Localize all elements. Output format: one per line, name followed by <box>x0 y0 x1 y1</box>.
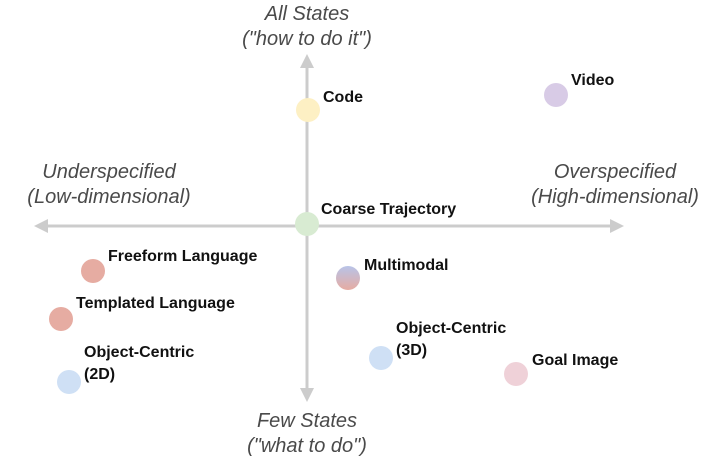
goal-image-point <box>504 362 528 386</box>
object-centric-2d-line1: Object-Centric <box>84 344 195 361</box>
axis-label-right: Overspecified (High-dimensional) <box>506 160 724 210</box>
templated-language-label: Templated Language <box>76 295 235 312</box>
axis-label-bottom: Few States ("what to do") <box>207 409 407 459</box>
axis-label-left: Underspecified (Low-dimensional) <box>0 160 218 210</box>
arrow-up <box>300 54 314 68</box>
object-centric-2d-line2: (2D) <box>84 366 116 383</box>
object-centric-3d-point <box>369 346 393 370</box>
axis-right-line1: Overspecified <box>553 161 677 183</box>
code-point <box>296 98 320 122</box>
object-centric-3d-line2: (3D) <box>396 342 428 359</box>
object-centric-3d-label: Object-Centric (3D) <box>396 318 506 362</box>
code-label: Code <box>323 89 363 106</box>
axis-top-line1: All States <box>264 3 350 25</box>
templated-language-point <box>49 307 73 331</box>
axis-label-top: All States ("how to do it") <box>207 2 407 52</box>
axis-bottom-line2: ("what to do") <box>247 435 367 457</box>
axis-bottom-line1: Few States <box>256 410 358 432</box>
axis-right-line2: (High-dimensional) <box>531 186 699 208</box>
arrow-left <box>34 219 48 233</box>
goal-image-label: Goal Image <box>532 352 619 369</box>
object-centric-2d-point <box>57 370 81 394</box>
axis-left-line2: (Low-dimensional) <box>27 186 191 208</box>
points <box>49 83 568 394</box>
arrow-down <box>300 388 314 402</box>
coarse-trajectory-label: Coarse Trajectory <box>321 201 457 218</box>
object-centric-2d-label: Object-Centric (2D) <box>84 342 194 386</box>
coarse-trajectory-point <box>295 212 319 236</box>
video-point <box>544 83 568 107</box>
freeform-language-label: Freeform Language <box>108 248 258 265</box>
multimodal-label: Multimodal <box>364 257 449 274</box>
multimodal-point <box>336 266 360 290</box>
arrow-right <box>610 219 624 233</box>
video-label: Video <box>571 72 615 89</box>
axis-top-line2: ("how to do it") <box>242 28 372 50</box>
freeform-language-point <box>81 259 105 283</box>
object-centric-3d-line1: Object-Centric <box>396 320 507 337</box>
axis-left-line1: Underspecified <box>42 161 176 183</box>
